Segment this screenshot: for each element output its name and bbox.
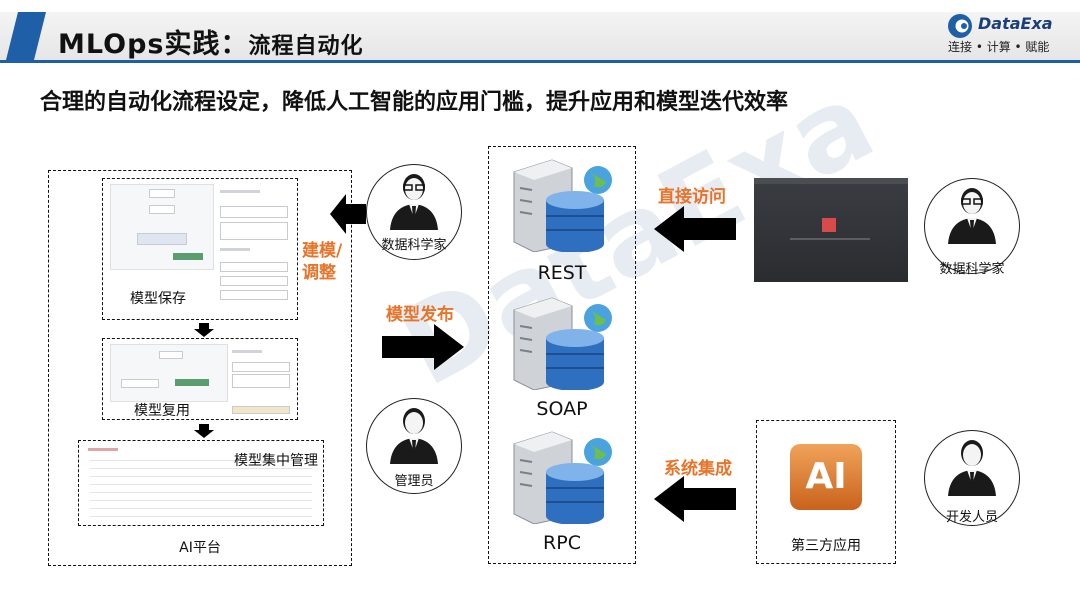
- model-management-table-screenshot: [84, 446, 318, 522]
- third-party-app-box: [756, 420, 896, 564]
- down-arrow-icon: [194, 424, 214, 438]
- rpc-label: RPC: [543, 532, 581, 554]
- model-save-box: [102, 178, 298, 320]
- slide-title: MLOps实践：流程自动化: [58, 22, 363, 61]
- third-party-app-label: 第三方应用: [791, 538, 861, 554]
- title-bar: [0, 12, 1080, 63]
- direct-access-label: 直接访问: [658, 187, 726, 207]
- model-save-form-screenshot: [218, 184, 292, 314]
- right-arrow-icon: [382, 324, 464, 370]
- rest-label: REST: [537, 262, 587, 284]
- logo-name: DataExa: [978, 14, 1053, 33]
- ai-platform-label: AI平台: [179, 540, 221, 556]
- headline: 合理的自动化流程设定，降低人工智能的应用门槛，提升应用和模型迭代效率: [40, 90, 789, 115]
- person-icon: [948, 188, 996, 244]
- ai-app-icon: AI: [790, 444, 862, 510]
- client-app-screenshot: [754, 178, 908, 282]
- data-scientist-label: 数据科学家: [381, 238, 447, 253]
- client-app-icon: [822, 218, 836, 232]
- publish-label: 模型发布: [386, 305, 454, 325]
- model-reuse-form-screenshot: [230, 344, 292, 416]
- left-arrow-icon: [654, 206, 736, 252]
- slide-title-main: MLOps实践：: [58, 29, 249, 60]
- rpc-server-icon: [513, 431, 612, 524]
- person-icon: [948, 440, 996, 496]
- model-save-canvas-screenshot: [110, 184, 214, 270]
- model-reuse-box: [102, 338, 298, 420]
- slide-title-sub: 流程自动化: [248, 34, 364, 59]
- model-management-label: 模型集中管理: [234, 453, 318, 469]
- model-reuse-label: 模型复用: [134, 403, 190, 419]
- model-management-box: [78, 440, 324, 526]
- client-app-titlebar: [754, 178, 908, 184]
- build-tune-label: 建模/ 调整: [302, 241, 343, 283]
- dataexa-logo-icon: [948, 14, 972, 38]
- person-icon: [390, 174, 438, 230]
- down-arrow-icon: [194, 323, 214, 337]
- model-save-label: 模型保存: [130, 291, 186, 307]
- rest-server-icon: [513, 159, 612, 252]
- client-app-caption-line: [790, 238, 870, 240]
- left-arrow-icon: [330, 194, 366, 234]
- data-scientist-right-label: 数据科学家: [939, 262, 1005, 277]
- soap-label: SOAP: [536, 398, 588, 420]
- soap-server-icon: [513, 297, 612, 390]
- developer-label: 开发人员: [945, 510, 998, 525]
- person-icon: [390, 408, 438, 464]
- ai-platform-box: [48, 170, 352, 566]
- system-integration-label: 系统集成: [664, 459, 732, 479]
- left-arrow-icon: [654, 476, 736, 522]
- admin-label: 管理员: [394, 474, 434, 489]
- service-box: [488, 146, 636, 564]
- model-reuse-canvas-screenshot: [110, 344, 228, 402]
- logo-tagline: 连接 • 计算 • 赋能: [948, 40, 1050, 54]
